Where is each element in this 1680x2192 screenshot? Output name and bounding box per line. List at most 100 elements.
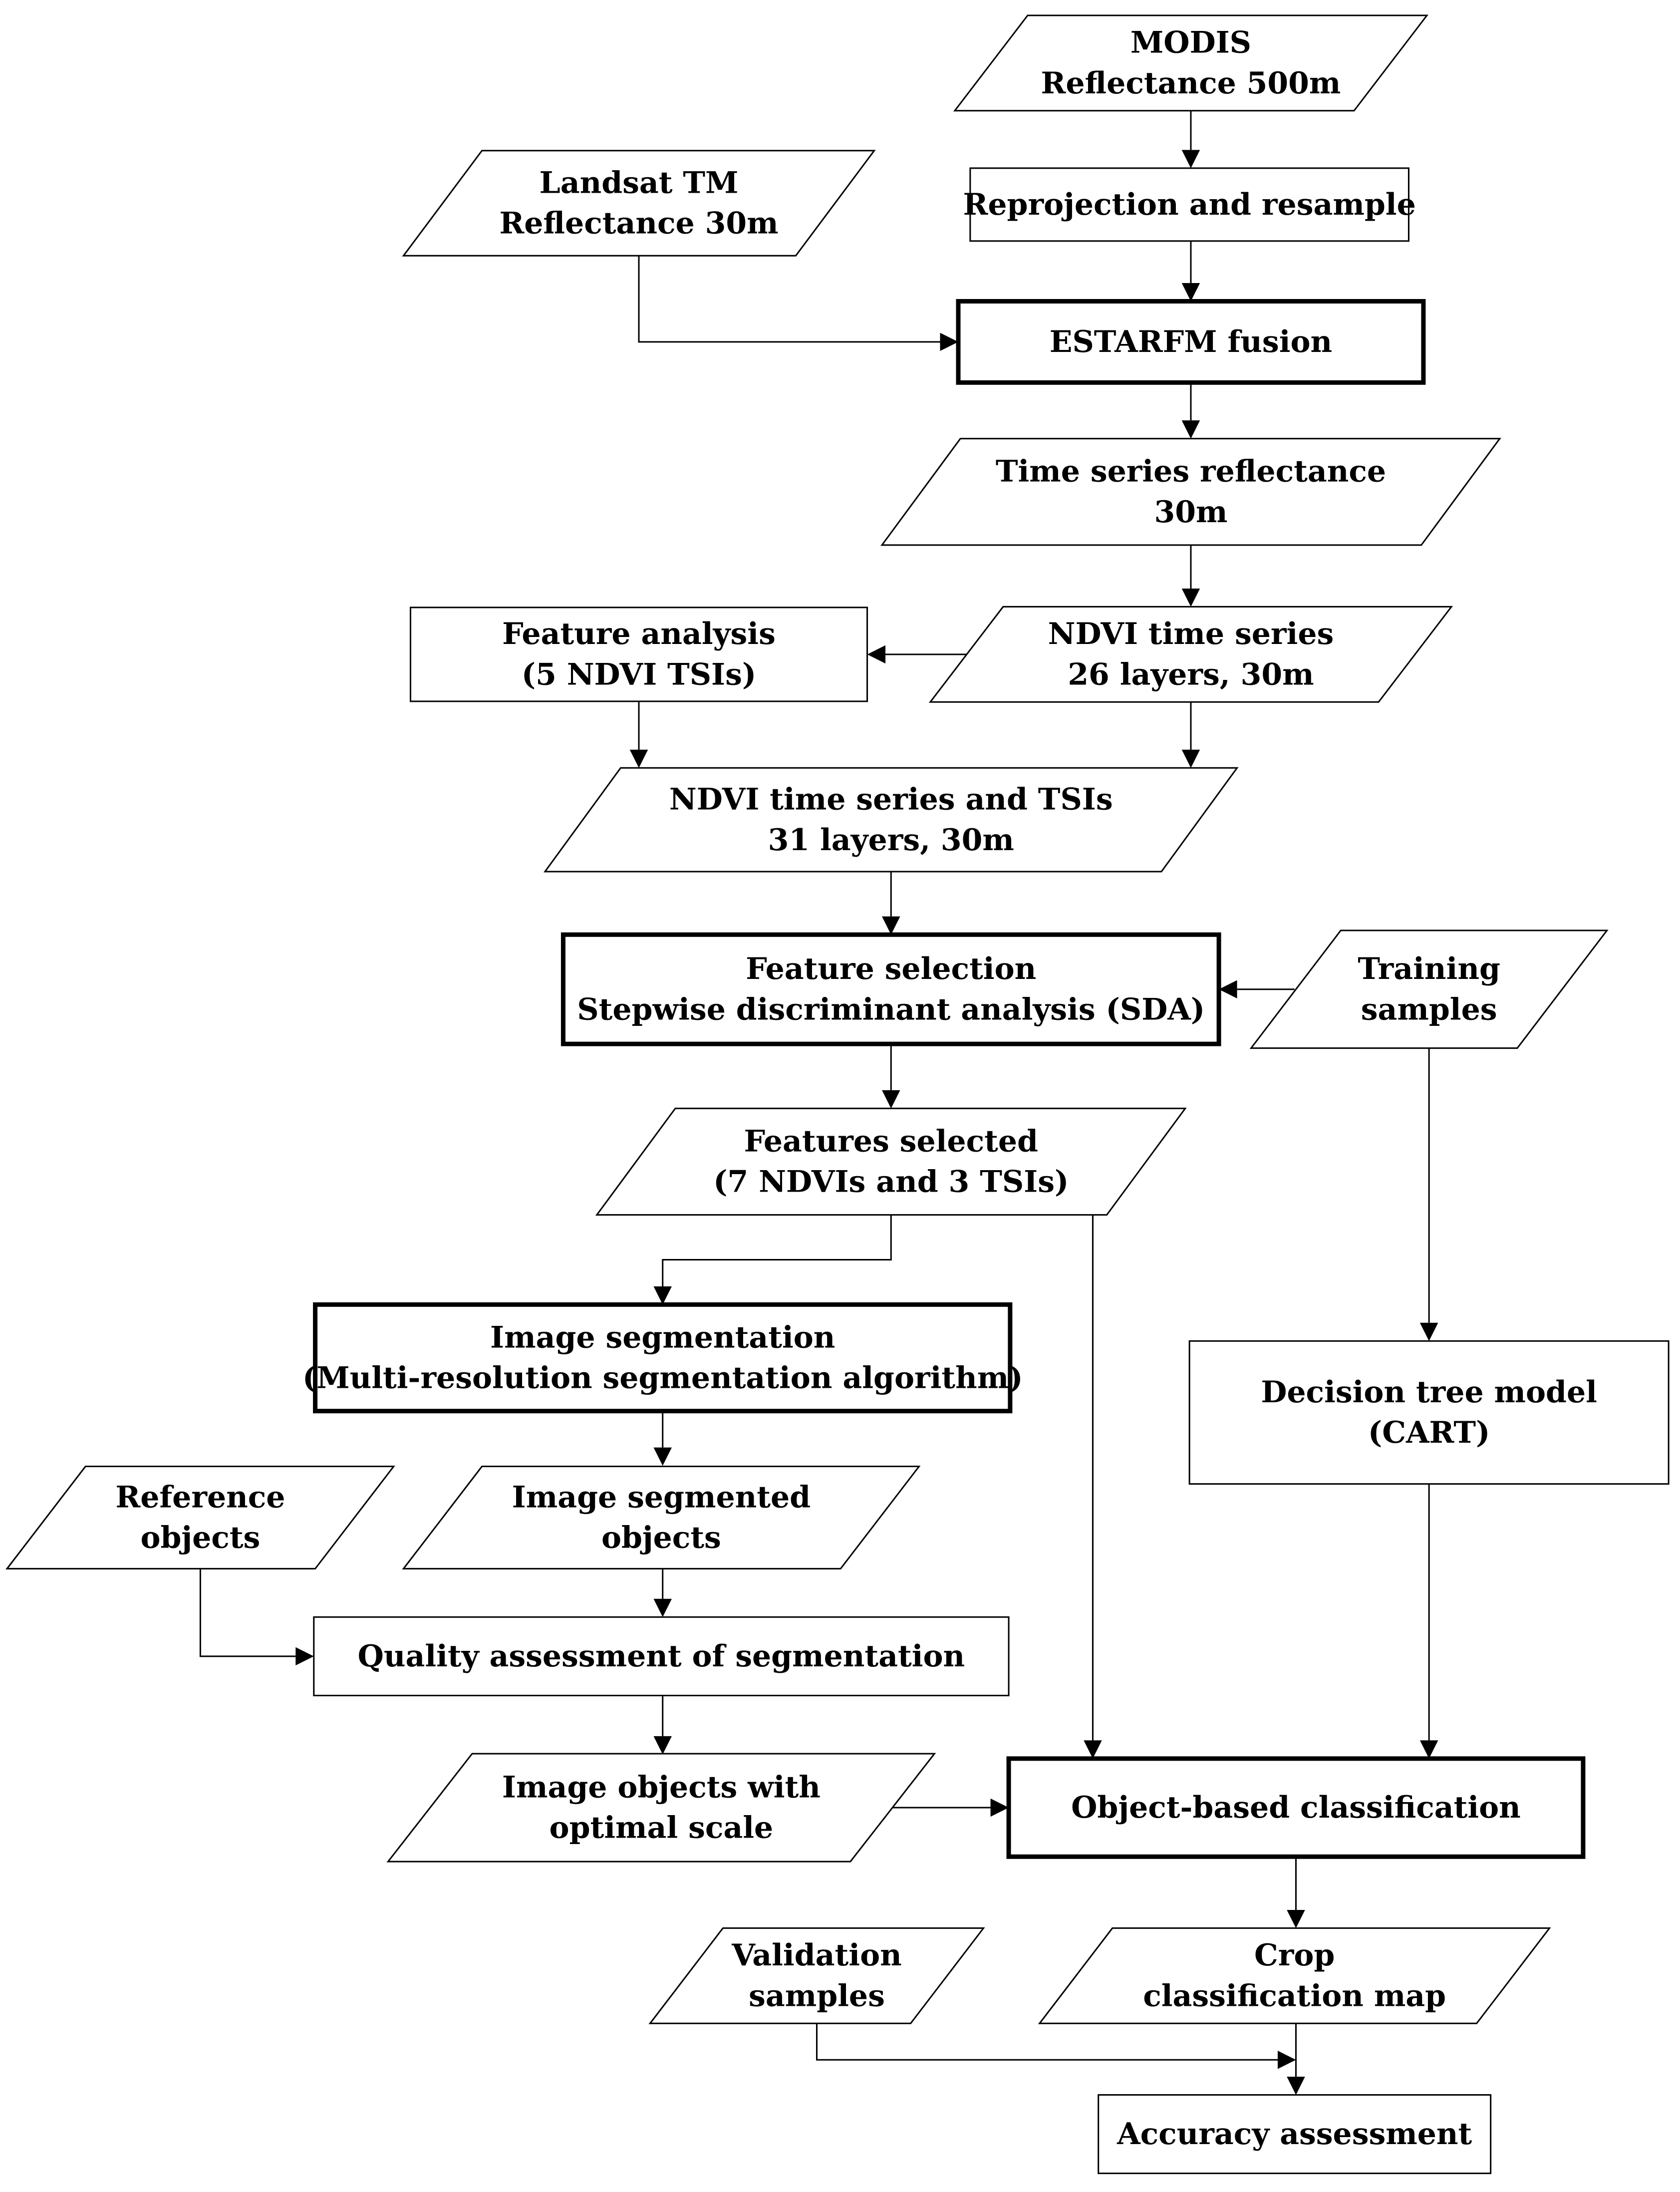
arrowhead — [653, 1736, 672, 1755]
data-parallelogram — [928, 606, 1453, 703]
edge-line — [199, 1569, 296, 1657]
node-label-line: classification map — [1143, 1979, 1446, 2014]
edge-landsat-to-estarfm — [638, 255, 958, 351]
node-segmentation: Image segmentation (Multi-resolution segm… — [302, 1302, 1023, 1414]
process-box — [1188, 1340, 1670, 1485]
node-label-line: Image segmentation — [490, 1320, 835, 1355]
node-label-line: Feature selection — [746, 951, 1036, 986]
data-parallelogram — [386, 1753, 936, 1863]
edge-training-to-decision_tree — [1419, 1048, 1438, 1341]
edges-layer — [199, 110, 1438, 2095]
node-label-line: NDVI time series — [1048, 617, 1334, 651]
arrowhead — [1181, 420, 1200, 439]
node-label-line: Reflectance 30m — [499, 206, 778, 241]
node-label-line: objects — [140, 1521, 260, 1556]
arrowhead — [1219, 980, 1237, 998]
node-label-line: Time series reflectance — [996, 454, 1386, 489]
node-label-line: Image objects with — [502, 1770, 821, 1805]
edge-line — [816, 2023, 1278, 2061]
arrowhead — [882, 1090, 900, 1109]
node-features-selected: Features selected (7 NDVIs and 3 TSIs) — [595, 1107, 1187, 1216]
node-label-line: (5 NDVI TSIs) — [522, 657, 757, 692]
node-label-line: Reflectance 500m — [1041, 66, 1341, 101]
arrowhead — [295, 1647, 314, 1666]
node-modis: MODIS Reflectance 500m — [953, 14, 1428, 112]
node-label-line: 30m — [1154, 495, 1227, 530]
node-label-line: ESTARFM fusion — [1050, 324, 1332, 359]
data-parallelogram — [1038, 1927, 1551, 2024]
edge-ndvi_tsi-to-feature_selection — [882, 871, 900, 935]
node-landsat: Landsat TM Reflectance 30m — [402, 150, 876, 257]
node-label-line: Reprojection and resample — [963, 187, 1416, 222]
arrowhead — [940, 332, 958, 351]
key-process-box — [313, 1302, 1013, 1414]
edge-segmented-to-quality — [653, 1569, 672, 1617]
node-label-line: Decision tree model — [1261, 1375, 1597, 1410]
node-label-line: Stepwise discriminant analysis (SDA) — [577, 992, 1205, 1027]
node-accuracy: Accuracy assessment — [1098, 2094, 1492, 2175]
node-label-line: (Multi-resolution segmentation algorithm… — [302, 1361, 1023, 1396]
node-label-line: samples — [749, 1979, 885, 2014]
arrowhead — [653, 1286, 672, 1305]
node-label-line: optimal scale — [550, 1811, 774, 1846]
edge-reproj-to-estarfm — [1181, 241, 1200, 302]
arrowhead — [653, 1447, 672, 1466]
edge-features_selected-to-segmentation — [653, 1215, 892, 1305]
edge-obc-to-cropmap — [1287, 1857, 1305, 1928]
node-label-line: NDVI time series and TSIs — [669, 782, 1113, 817]
arrowhead — [882, 916, 900, 935]
edge-line — [638, 255, 940, 343]
process-box — [313, 1616, 1010, 1696]
key-process-box — [956, 299, 1426, 385]
arrowhead — [653, 1598, 672, 1617]
arrowhead — [1277, 2051, 1296, 2069]
edge-line — [662, 1215, 892, 1286]
arrowhead — [1084, 1740, 1102, 1759]
node-label-line: Training — [1358, 951, 1500, 986]
node-label-line: MODIS — [1130, 25, 1251, 60]
edge-segmentation-to-segmented — [653, 1411, 672, 1466]
data-parallelogram — [543, 767, 1239, 873]
edge-features_selected-to-obc — [1084, 1215, 1102, 1759]
process-box — [409, 607, 868, 702]
edge-reference-to-quality — [199, 1569, 314, 1666]
arrowhead — [990, 1798, 1009, 1817]
node-label-line: Landsat TM — [540, 165, 739, 200]
node-label-line: Feature analysis — [502, 617, 776, 651]
edge-validation-to-accuracy — [816, 2023, 1296, 2069]
arrowhead — [1181, 150, 1200, 168]
edge-training-to-feature_selection — [1219, 980, 1295, 998]
node-label-line: Quality assessment of segmentation — [358, 1639, 965, 1674]
node-estarfm: ESTARFM fusion — [956, 299, 1426, 385]
node-label-line: Features selected — [744, 1124, 1038, 1159]
node-label-line: (7 NDVIs and 3 TSIs) — [713, 1165, 1069, 1200]
data-parallelogram — [5, 1466, 395, 1569]
edge-cropmap-to-accuracy — [1287, 2023, 1305, 2095]
node-feature-analysis: Feature analysis (5 NDVI TSIs) — [409, 607, 868, 702]
data-parallelogram — [648, 1927, 985, 2024]
data-parallelogram — [402, 150, 876, 257]
node-label-line: (CART) — [1368, 1415, 1490, 1450]
data-parallelogram — [880, 438, 1501, 546]
node-timeseries: Time series reflectance 30m — [880, 438, 1501, 546]
arrowhead — [1181, 283, 1200, 302]
node-optimal: Image objects with optimal scale — [386, 1753, 936, 1863]
data-parallelogram — [595, 1107, 1187, 1216]
node-label-line: Image segmented — [512, 1480, 811, 1515]
data-parallelogram — [953, 14, 1428, 112]
edge-decision_tree-to-obc — [1419, 1484, 1438, 1759]
edge-modis-to-reproj — [1181, 110, 1200, 168]
arrowhead — [629, 749, 648, 768]
edge-optimal-to-obc — [881, 1798, 1009, 1817]
node-reproj: Reprojection and resample — [963, 167, 1416, 242]
node-quality: Quality assessment of segmentation — [313, 1616, 1010, 1696]
